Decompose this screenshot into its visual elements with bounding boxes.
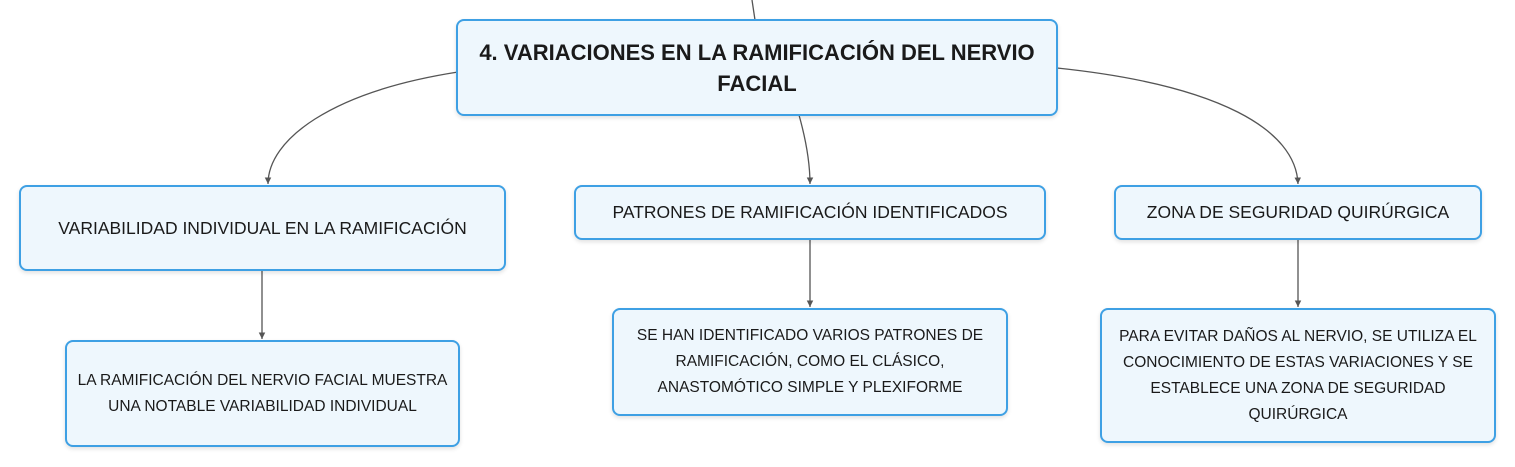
branch-label-patrones: PATRONES DE RAMIFICACIÓN IDENTIFICADOS	[612, 202, 1008, 222]
branch-label-zona-seguridad: ZONA DE SEGURIDAD QUIRÚRGICA	[1146, 202, 1450, 222]
main-topic-label: 4. VARIACIONES EN LA RAMIFICACIÓN DEL NE…	[479, 39, 1035, 96]
branch-node-variabilidad[interactable]: VARIABILIDAD INDIVIDUAL EN LA RAMIFICACI…	[19, 185, 506, 271]
main-topic-node[interactable]: 4. VARIACIONES EN LA RAMIFICACIÓN DEL NE…	[456, 19, 1058, 116]
connector-main-to-branch-3	[1056, 67, 1301, 185]
connector-parent-to-main	[751, 0, 756, 21]
connector-main-to-branch-2	[798, 114, 814, 185]
detail-node-patrones[interactable]: SE HAN IDENTIFICADO VARIOS PATRONES DE R…	[612, 308, 1008, 416]
detail-text-zona-seguridad: PARA EVITAR DAÑOS AL NERVIO, SE UTILIZA …	[1119, 327, 1477, 423]
detail-node-zona-seguridad[interactable]: PARA EVITAR DAÑOS AL NERVIO, SE UTILIZA …	[1100, 308, 1496, 443]
branch-node-patrones[interactable]: PATRONES DE RAMIFICACIÓN IDENTIFICADOS	[574, 185, 1046, 240]
connector-main-to-branch-1	[264, 71, 459, 185]
branch-node-zona-seguridad[interactable]: ZONA DE SEGURIDAD QUIRÚRGICA	[1114, 185, 1482, 240]
branch-label-variabilidad: VARIABILIDAD INDIVIDUAL EN LA RAMIFICACI…	[58, 217, 467, 238]
detail-text-patrones: SE HAN IDENTIFICADO VARIOS PATRONES DE R…	[636, 327, 984, 396]
detail-text-variabilidad: LA RAMIFICACIÓN DEL NERVIO FACIAL MUESTR…	[77, 371, 448, 415]
detail-node-variabilidad[interactable]: LA RAMIFICACIÓN DEL NERVIO FACIAL MUESTR…	[65, 340, 460, 447]
